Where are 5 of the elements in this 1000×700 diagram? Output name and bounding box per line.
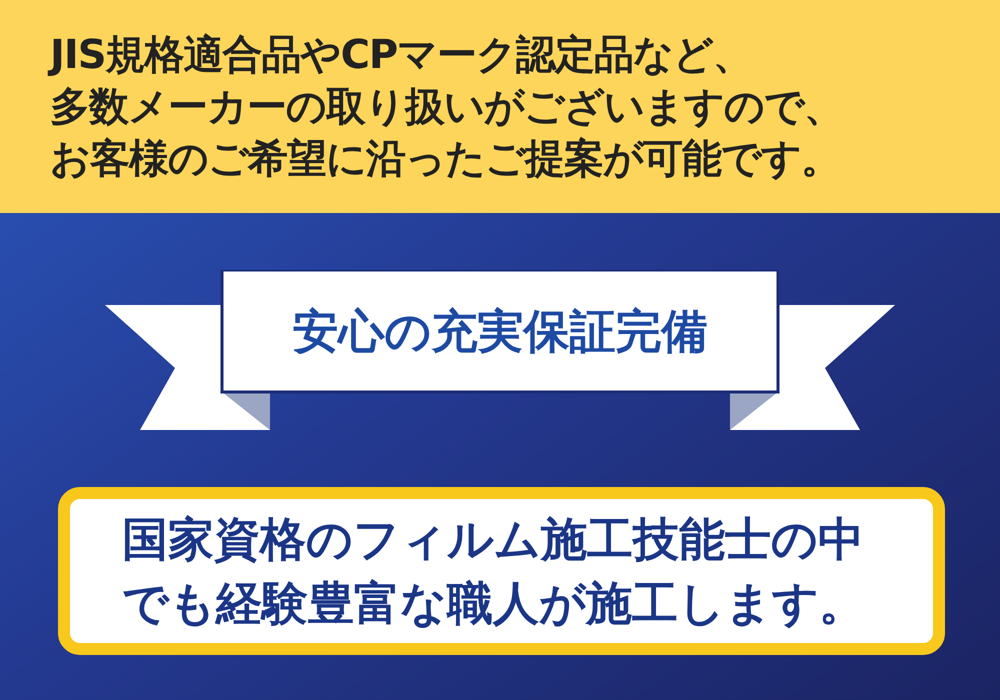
message-text: 国家資格のフィルム施工技能士の中でも経験豊富な職人が施工します。 [122,511,866,632]
ribbon-title: 安心の充実保証完備 [292,302,708,360]
header-band [0,0,1000,213]
message-box [58,487,945,655]
intro-text: JIS規格適合品やCPマーク認定品など、多数メーカーの取り扱いがございますので、お客様のご希望に沿ったご提案が可能です。 [50,28,843,184]
